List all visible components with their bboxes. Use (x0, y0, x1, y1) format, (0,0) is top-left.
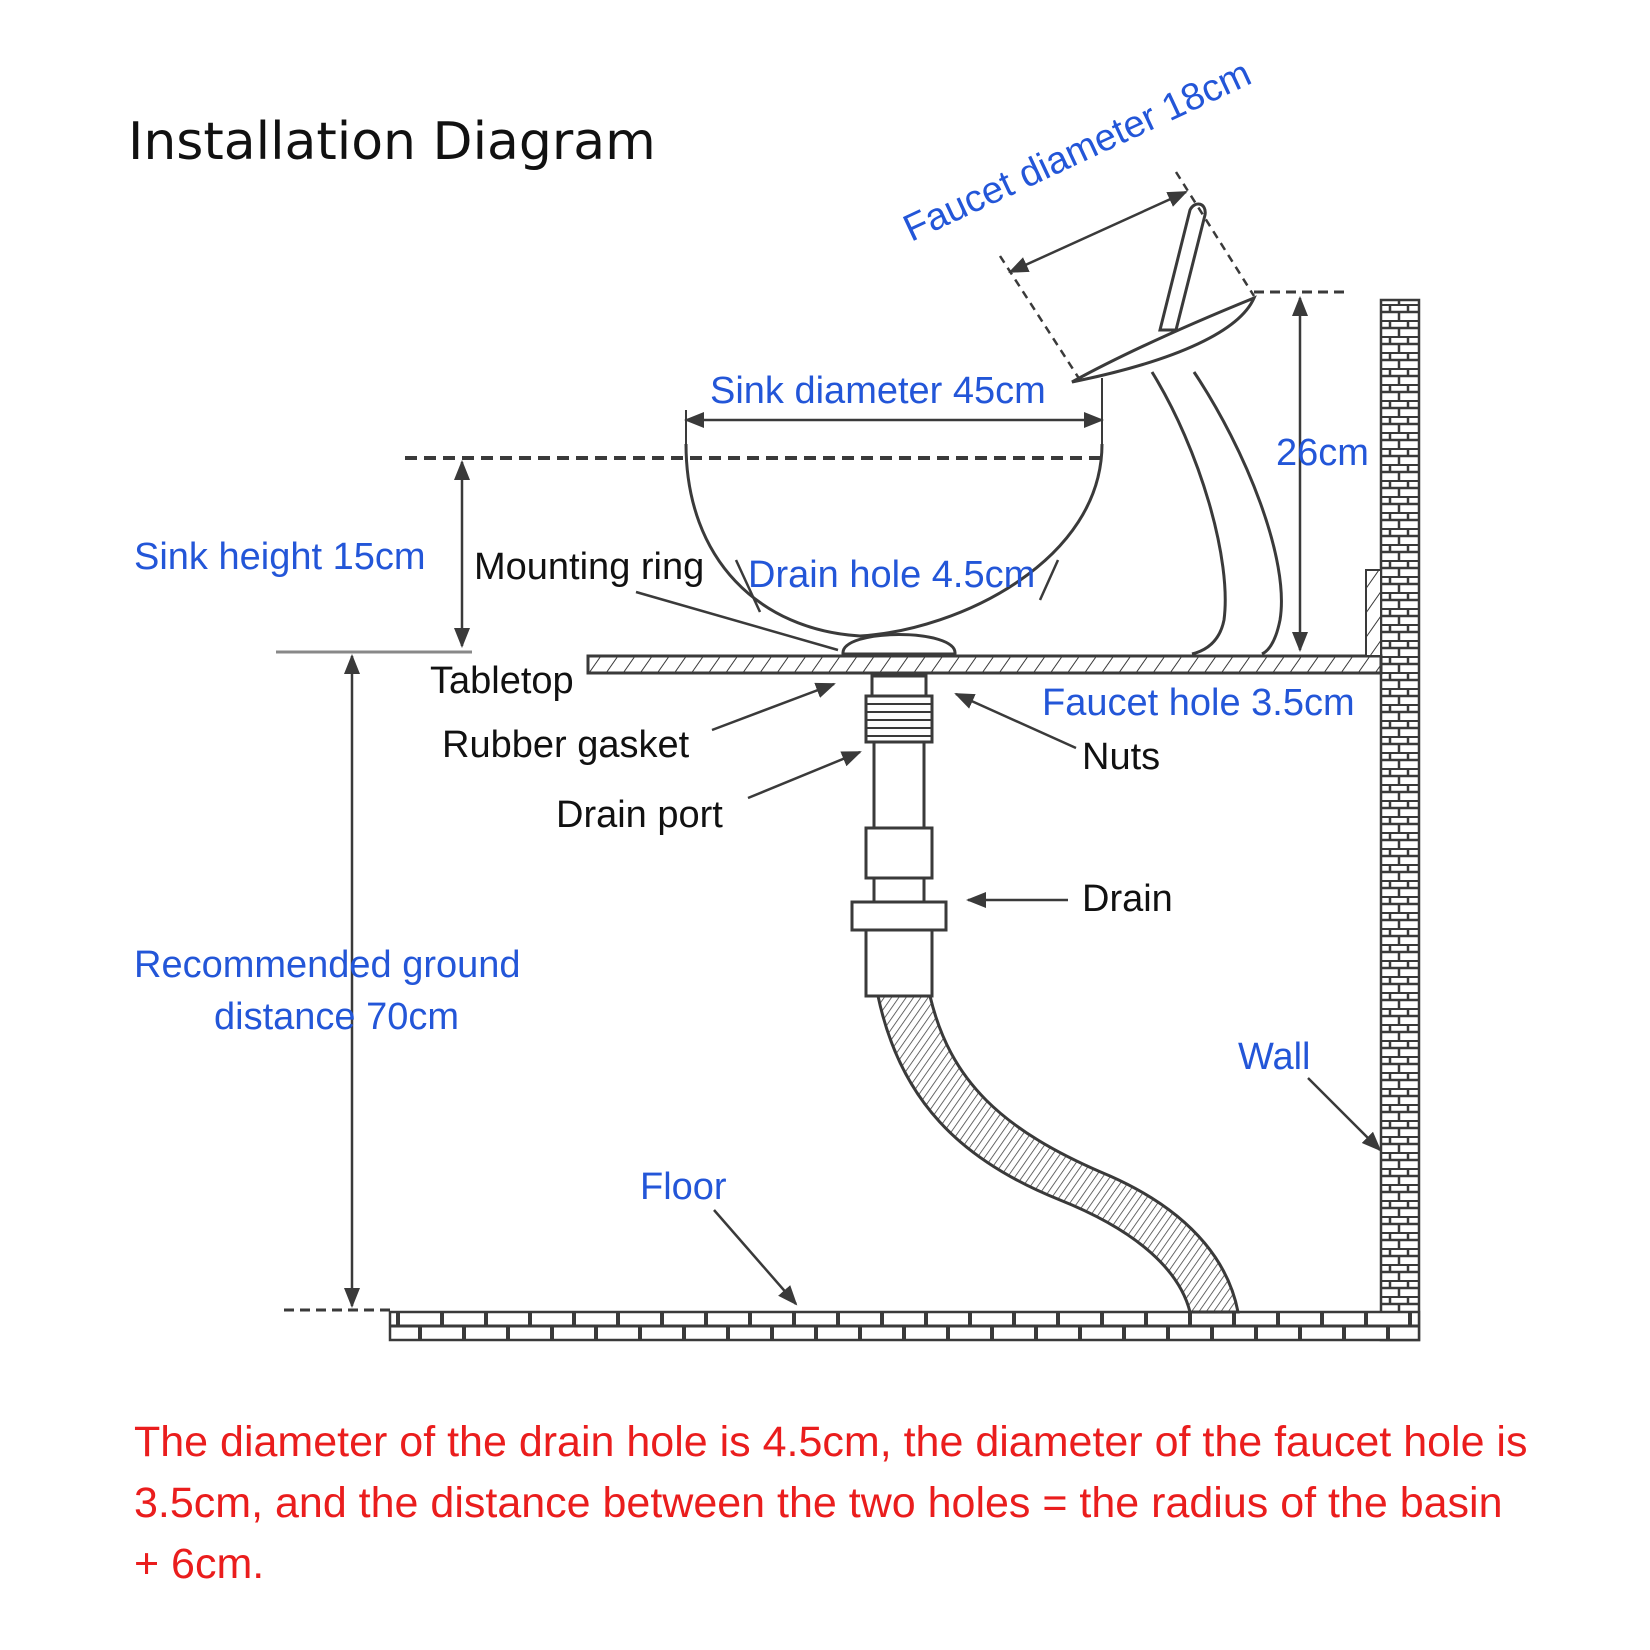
faucet-diameter-ext-left (998, 255, 1082, 381)
mounting-ring (841, 633, 957, 656)
rubber-gasket-label: Rubber gasket (442, 724, 690, 766)
drain-hole-label: Drain hole 4.5cm (748, 554, 1036, 596)
mounting-ring-leader (635, 590, 839, 652)
drain-hole-leader (734, 559, 762, 613)
gasket-threads (866, 703, 932, 737)
drain-port-leader (747, 750, 862, 800)
diagram-title: Installation Diagram (128, 112, 656, 172)
tabletop-wall-bracket (1365, 569, 1382, 657)
drain-port-label: Drain port (556, 794, 723, 836)
tabletop-label: Tabletop (430, 660, 574, 702)
flexible-hose (876, 994, 1240, 1314)
drain-hole-leader-right (1038, 559, 1060, 601)
drain-upper-coupling (864, 826, 934, 880)
faucet-diameter-dim-line (1008, 190, 1188, 274)
sink-diameter-label: Sink diameter 45cm (710, 370, 1046, 412)
faucet-hole-label: Faucet hole 3.5cm (1042, 682, 1355, 724)
drain-nut (870, 674, 928, 698)
floor-label: Floor (640, 1166, 727, 1208)
faucet-height-label: 26cm (1276, 432, 1369, 474)
sink-bowl (684, 443, 1104, 638)
drain-tail (864, 928, 934, 998)
mounting-ring-label: Mounting ring (474, 546, 705, 588)
faucet-handle (1158, 202, 1207, 332)
faucet-diameter-ext-right (1174, 171, 1256, 297)
installation-note: The diameter of the drain hole is 4.5cm,… (134, 1418, 1528, 1588)
nuts-leader (954, 692, 1077, 750)
faucet-spout (1071, 295, 1257, 384)
ground-distance-label-line1: Recommended ground (134, 944, 521, 986)
drain-collar (850, 900, 948, 932)
wall (1379, 298, 1421, 1342)
drain-label: Drain (1082, 878, 1173, 920)
nuts-label: Nuts (1082, 736, 1161, 778)
wall-label: Wall (1238, 1036, 1311, 1078)
sink-height-label: Sink height 15cm (134, 536, 426, 578)
drain-port-pipe (872, 740, 926, 830)
tabletop-slab (586, 654, 1383, 675)
floor (388, 1310, 1421, 1342)
wall-leader (1307, 1077, 1382, 1152)
ground-distance-label-line2: distance 70cm (214, 996, 460, 1038)
floor-leader (713, 1209, 798, 1306)
rubber-gasket-leader (711, 682, 836, 732)
drain-lower-pipe (872, 876, 926, 904)
faucet-body (1150, 371, 1283, 656)
